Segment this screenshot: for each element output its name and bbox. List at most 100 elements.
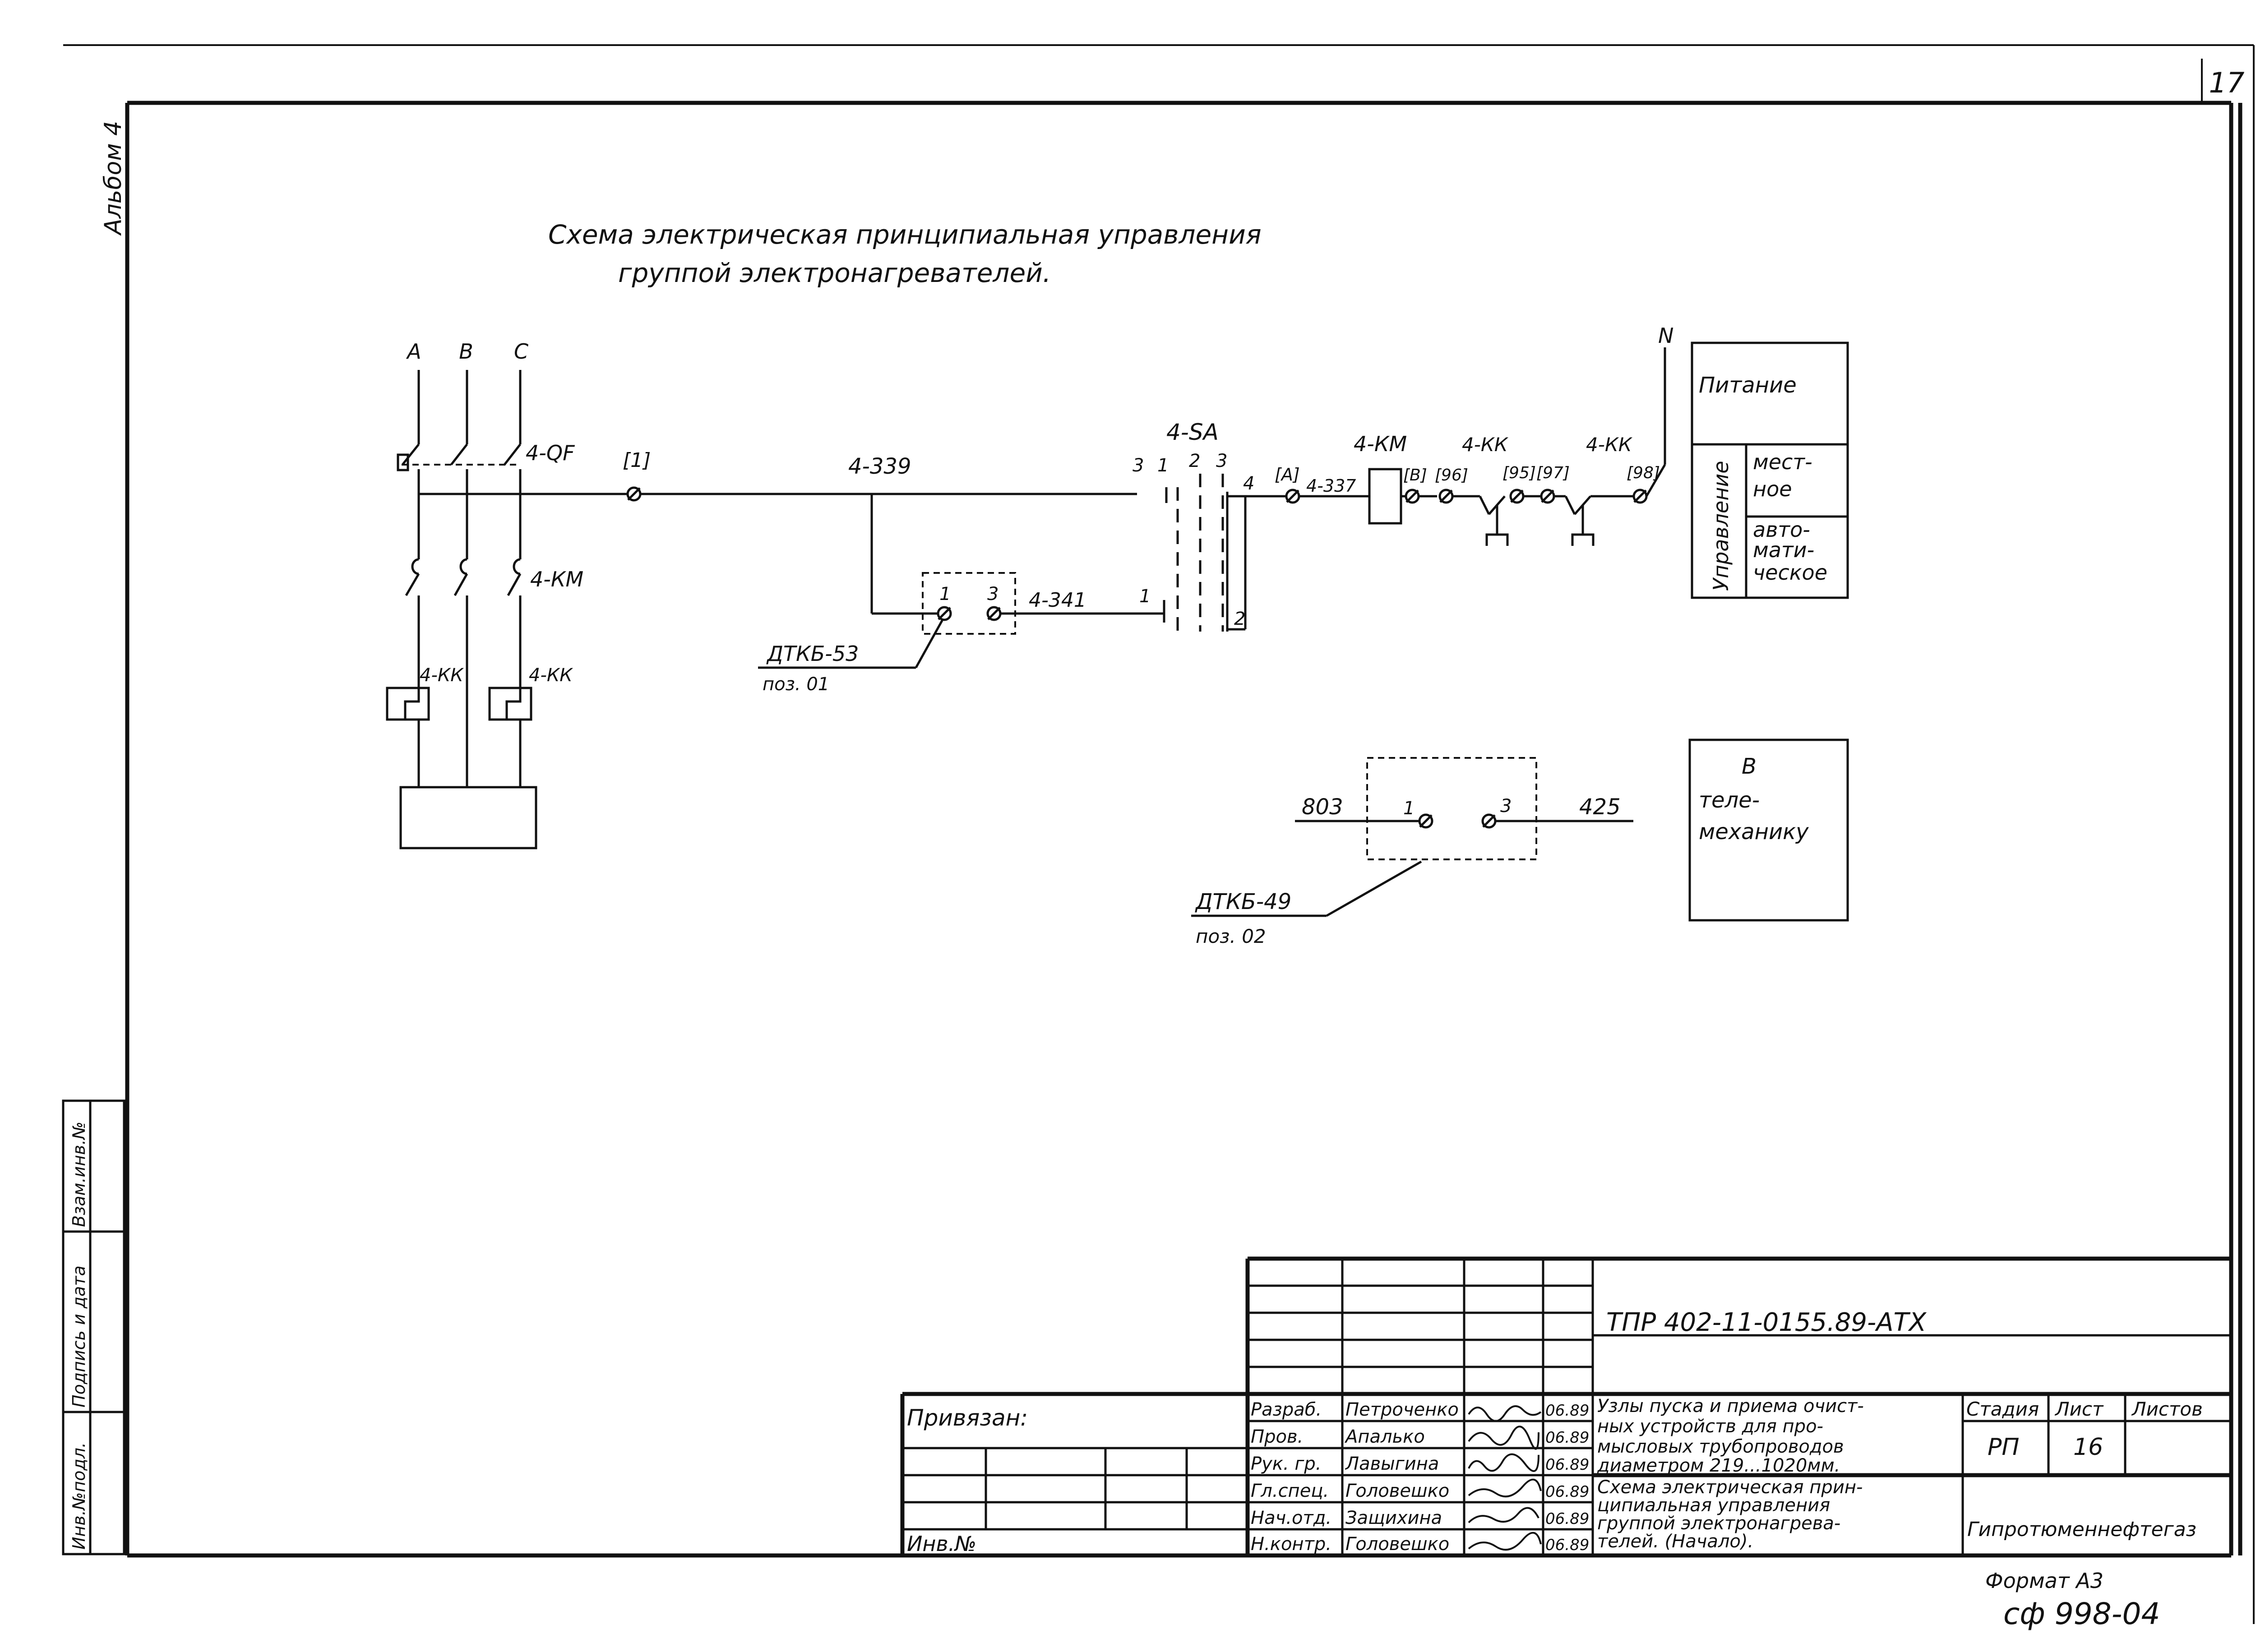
sheets-label: Листов (2131, 1398, 2203, 1420)
diagram-title-line1: Схема электрическая принципиальная управ… (548, 219, 1262, 250)
wire-339-label: 4-339 (848, 454, 911, 479)
left-stamp-inv: Инв.№подл. (69, 1442, 89, 1550)
breaker-label: 4-QF (526, 441, 575, 465)
left-stamp-signature: Подпись и дата (69, 1265, 89, 1407)
switch-pin-4-label: 4 (1243, 473, 1254, 494)
sheet-title-line2: ципиальная управления (1597, 1495, 1830, 1516)
mode-table: Питание Управление мест- ное авто- мати-… (1691, 341, 1849, 599)
power-circuit: A B C 4-QF 4-КМ 4-КК 4-КК (386, 339, 583, 849)
switch-label: 4-SA (1166, 419, 1219, 445)
signature-4 (1468, 1478, 1542, 1498)
title-block: ТПР 402-11-0155.89-АТХ Привязан: Инв.№ Р… (900, 1256, 2231, 1556)
format-label: Формат А3 (1985, 1569, 2103, 1593)
sensor1-pos-label: поз. 01 (763, 674, 829, 695)
wire-341-label: 4-341 (1029, 589, 1086, 612)
neutral-label: N (1658, 323, 1674, 348)
bound-label: Привязан: (907, 1405, 1028, 1431)
sheet-value: 16 (2073, 1434, 2103, 1461)
mode-auto-line3: ческое (1753, 560, 1827, 585)
project-title-line1: Узлы пуска и приема очист- (1597, 1396, 1864, 1417)
relay1-label: 4-КК (1462, 434, 1509, 456)
left-stamp-replace: Взам.инв.№ (69, 1121, 89, 1227)
thermal-relay-label-left: 4-КК (420, 665, 464, 686)
staff-role-3: Рук. гр. (1251, 1454, 1322, 1474)
staff-name-1: Петроченко (1345, 1399, 1459, 1420)
staff-date-5: 06.89 (1545, 1510, 1589, 1528)
staff-role-6: Н.контр. (1251, 1534, 1331, 1555)
terminal-96-label: [96] (1435, 466, 1468, 485)
project-title-line2: ных устройств для про- (1597, 1416, 1823, 1437)
sheet-title-line1: Схема электрическая прин- (1597, 1477, 1863, 1498)
sensor2-pos-label: поз. 02 (1196, 925, 1266, 947)
staff-name-3: Лавыгина (1345, 1454, 1439, 1474)
archive-code: сф 998-04 (2003, 1597, 2160, 1631)
sheet-label: Лист (2054, 1398, 2104, 1420)
phase-c-label: C (514, 339, 528, 364)
staff-name-6: Головешко (1345, 1534, 1449, 1555)
inv-label: Инв.№ (907, 1532, 976, 1556)
signature-6 (1468, 1532, 1542, 1551)
telemetry-line1: В (1742, 754, 1757, 779)
mode-auto-line1: авто- (1753, 517, 1810, 542)
sensor2-pin1-label: 1 (1403, 798, 1415, 819)
signature-5 (1468, 1507, 1539, 1523)
staff-date-4: 06.89 (1545, 1483, 1589, 1501)
telemetry-box: В теле- механику (1688, 738, 1849, 922)
wire-803-label: 803 (1302, 794, 1343, 820)
signature-1 (1468, 1405, 1542, 1422)
staff-role-2: Пров. (1251, 1426, 1303, 1447)
relay2-label: 4-КК (1586, 434, 1633, 456)
terminal-a-label: [А] (1275, 465, 1300, 485)
telemetry-line3: механику (1699, 819, 1809, 844)
mode-local-line2: ное (1753, 477, 1792, 501)
staff-date-2: 06.89 (1545, 1429, 1589, 1447)
control-circuit: [1] 4-339 1 3 4-341 ДТКБ-53 поз. 01 4-SA… (419, 323, 1674, 695)
switch-pin-top-3a: 3 (1133, 455, 1144, 476)
sheet-frame (63, 44, 2255, 1624)
wire-425-label: 425 (1579, 794, 1621, 820)
terminal-1-label: [1] (623, 449, 651, 472)
sensor2-circuit: 803 425 1 3 ДТКБ-49 поз. 02 (1191, 757, 1633, 947)
terminal-95-label: [95] (1502, 464, 1536, 482)
staff-date-6: 06.89 (1545, 1536, 1589, 1554)
organization: Гипротюменнефтегаз (1967, 1518, 2196, 1541)
mode-local-line1: мест- (1753, 450, 1812, 474)
sensor2-pin3-label: 3 (1500, 796, 1512, 817)
signature-3 (1468, 1453, 1539, 1472)
staff-role-4: Гл.спец. (1251, 1481, 1329, 1501)
terminal-98-label: [98] (1627, 464, 1660, 482)
switch-pin-top-1: 1 (1157, 455, 1169, 476)
staff-role-1: Разраб. (1251, 1399, 1322, 1420)
mode-table-header: Питание (1699, 373, 1797, 398)
wire-337-label: 4-337 (1306, 476, 1356, 496)
staff-name-5: Защихина (1345, 1508, 1442, 1528)
phase-b-label: B (459, 339, 473, 364)
mode-table-group: Управление (1709, 461, 1733, 591)
project-title-line4: диаметром 219...1020мм. (1597, 1455, 1840, 1476)
left-stamp: Инв.№подл. Подпись и дата Взам.инв.№ (62, 1099, 125, 1555)
switch-pin-top-3b: 3 (1216, 451, 1227, 471)
project-title-line3: мысловых трубопроводов (1597, 1436, 1844, 1457)
phase-a-label: A (406, 339, 421, 364)
staff-name-4: Головешко (1345, 1481, 1449, 1501)
sheet-title-line3: группой электронагрева- (1597, 1513, 1840, 1534)
sensor1-pin3-label: 3 (987, 584, 999, 605)
sheet-title-line4: телей. (Начало). (1597, 1531, 1753, 1552)
album-label: Альбом 4 (100, 121, 127, 236)
diagram-title-line2: группой электронагревателей. (618, 258, 1051, 288)
switch-pin-1-label: 1 (1139, 586, 1151, 607)
sensor1-pin1-label: 1 (939, 584, 951, 605)
signature-2 (1468, 1426, 1539, 1450)
switch-pin-top-2: 2 (1189, 451, 1200, 471)
thermal-relay-label-right: 4-КК (529, 665, 573, 686)
staff-name-2: Апалько (1344, 1426, 1425, 1447)
staff-role-5: Нач.отд. (1251, 1508, 1331, 1528)
coil-label: 4-КМ (1354, 432, 1407, 456)
sensor1-label: ДТКБ-53 (766, 641, 859, 666)
stage-value: РП (1988, 1434, 2019, 1461)
staff-date-3: 06.89 (1545, 1456, 1589, 1474)
mode-auto-line2: мати- (1753, 538, 1814, 562)
switch-pin-2-label: 2 (1234, 609, 1245, 629)
doc-code: ТПР 402-11-0155.89-АТХ (1606, 1308, 1927, 1337)
